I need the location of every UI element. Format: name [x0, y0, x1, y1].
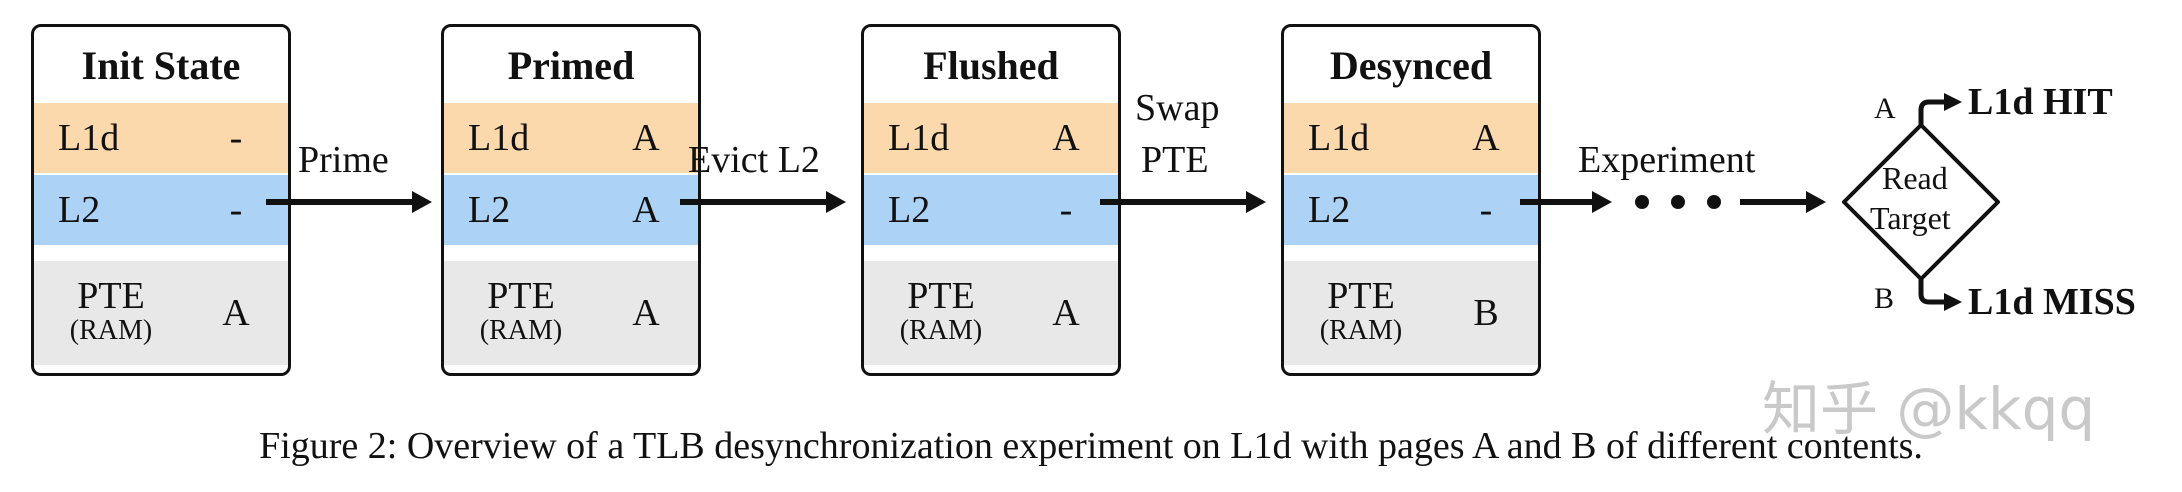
state-title: Desynced — [1329, 42, 1493, 88]
pte-value: A — [632, 292, 660, 334]
l1d-value: A — [632, 117, 660, 159]
l2-row: L2 - — [1284, 175, 1538, 245]
state-title: Primed — [507, 42, 635, 88]
state-box-primed: Primed L1d A L2 A PTE (RAM) A — [441, 24, 701, 376]
pte-row: PTE (RAM) A — [444, 261, 698, 365]
pte-label: PTE — [77, 275, 145, 317]
watermark: 知乎 @kkqq — [1762, 375, 2096, 443]
experiment-label: Experiment — [1578, 139, 1756, 181]
l1d-row: L1d A — [864, 103, 1118, 173]
l2-value: - — [1059, 189, 1073, 231]
pte-label: PTE — [487, 275, 555, 317]
pte-label-group: PTE (RAM) — [1306, 277, 1416, 345]
pte-label-group: PTE (RAM) — [56, 277, 166, 345]
branch-a-label: A — [1874, 92, 1896, 125]
pte-sublabel: (RAM) — [899, 315, 983, 346]
l2-value: - — [1479, 189, 1493, 231]
swap-label-line2: PTE — [1141, 139, 1209, 181]
l2-row: L2 - — [864, 175, 1118, 245]
l1d-miss-label: L1d MISS — [1968, 281, 2136, 323]
l2-label: L2 — [58, 189, 101, 231]
pte-label-group: PTE (RAM) — [466, 277, 576, 345]
l2-label: L2 — [888, 189, 931, 231]
l2-label: L2 — [468, 189, 511, 231]
evict-arrow — [680, 191, 846, 213]
ellipsis-dots — [1635, 195, 1721, 209]
pte-row: PTE (RAM) B — [1284, 261, 1538, 365]
l1d-hit-label: L1d HIT — [1968, 81, 2113, 123]
pte-label: PTE — [1327, 275, 1395, 317]
figure-caption: Figure 2: Overview of a TLB desynchroniz… — [259, 425, 1923, 467]
decision-label-line1: Read — [1882, 160, 1948, 196]
swap-arrow — [1100, 191, 1266, 213]
prime-arrow — [266, 191, 432, 213]
state-box-flushed: Flushed L1d A L2 - PTE (RAM) A — [861, 24, 1121, 376]
l2-row: L2 - — [34, 175, 288, 245]
l1d-label: L1d — [58, 117, 120, 159]
experiment-arrow-right — [1740, 191, 1826, 213]
pte-sublabel: (RAM) — [1319, 315, 1403, 346]
l1d-value: A — [1052, 117, 1080, 159]
l1d-label: L1d — [468, 117, 530, 159]
pte-value: A — [222, 292, 250, 334]
l1d-label: L1d — [1308, 117, 1370, 159]
l2-value: A — [632, 189, 660, 231]
state-box-init: Init State L1d - L2 - PTE (RAM) A — [31, 24, 291, 376]
decision-label-line2: Target — [1870, 200, 1951, 236]
pte-value: B — [1473, 292, 1499, 334]
l1d-row: L1d A — [1284, 103, 1538, 173]
pte-label-group: PTE (RAM) — [886, 277, 996, 345]
state-title: Init State — [81, 42, 241, 88]
l2-row: L2 A — [444, 175, 698, 245]
state-box-desynced: Desynced L1d A L2 - PTE (RAM) B — [1281, 24, 1541, 376]
pte-label: PTE — [907, 275, 975, 317]
pte-value: A — [1052, 292, 1080, 334]
state-title: Flushed — [923, 42, 1059, 88]
l1d-value: - — [229, 117, 243, 159]
l1d-label: L1d — [888, 117, 950, 159]
l1d-value: A — [1472, 117, 1500, 159]
prime-label: Prime — [298, 139, 389, 181]
miss-branch-arrow — [1918, 279, 1962, 311]
l2-label: L2 — [1308, 189, 1351, 231]
pte-row: PTE (RAM) A — [864, 261, 1118, 365]
pte-sublabel: (RAM) — [69, 315, 153, 346]
experiment-arrow-left — [1520, 191, 1612, 213]
swap-label-line1: Swap — [1135, 87, 1220, 129]
l2-value: - — [229, 189, 243, 231]
l1d-row: L1d - — [34, 103, 288, 173]
l1d-row: L1d A — [444, 103, 698, 173]
pte-row: PTE (RAM) A — [34, 261, 288, 365]
evict-l2-label: Evict L2 — [688, 139, 820, 181]
pte-sublabel: (RAM) — [479, 315, 563, 346]
hit-branch-arrow — [1918, 93, 1962, 125]
branch-b-label: B — [1874, 282, 1895, 315]
